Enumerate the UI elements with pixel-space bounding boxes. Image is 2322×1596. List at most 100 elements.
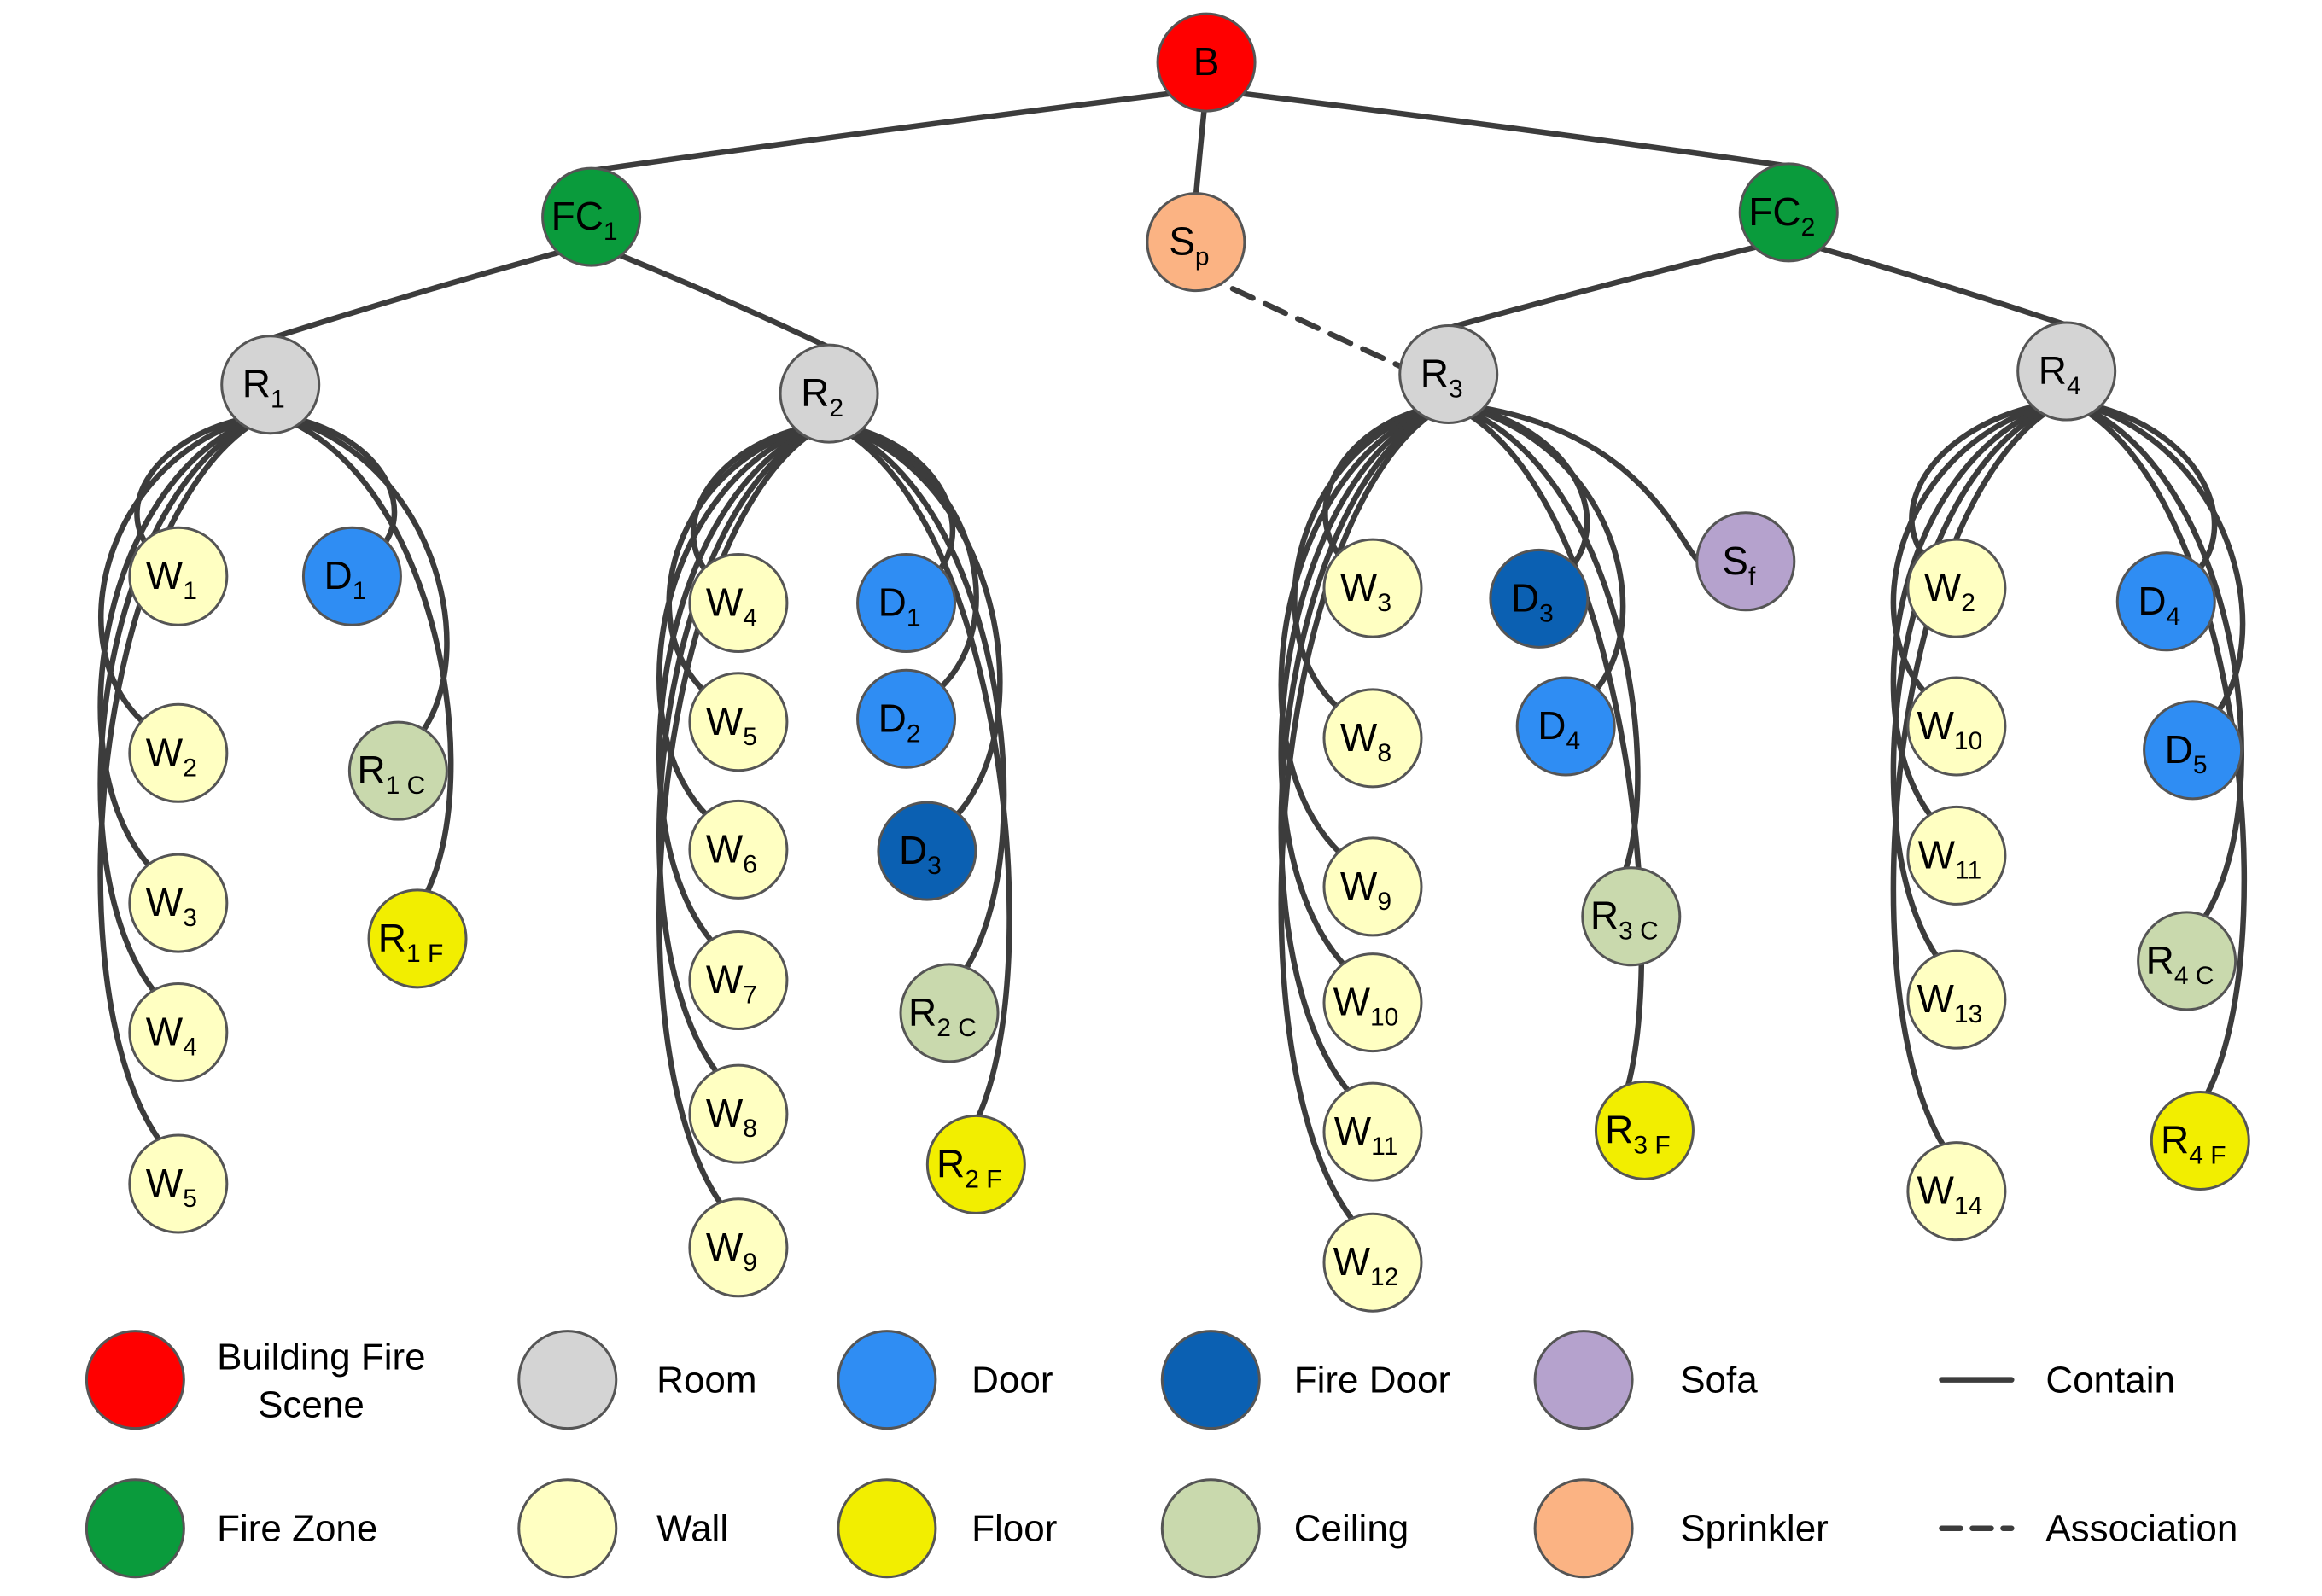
node-FC2-label: FC2 <box>1748 189 1815 242</box>
node-R2D3-circle <box>877 801 977 901</box>
node-R3W12-circle <box>1322 1212 1423 1313</box>
node-R2: R2 <box>779 343 879 444</box>
legend-swatch-sofa-circle <box>1533 1330 1634 1430</box>
node-R1C-circle <box>347 720 448 821</box>
node-R2W4: W4 <box>688 553 789 654</box>
node-FC1: FC1 <box>541 166 642 267</box>
node-R1D1-circle <box>301 526 402 626</box>
node-R4W14-label: W14 <box>1917 1168 1983 1220</box>
node-R4W10: W10 <box>1906 676 2007 777</box>
node-R3W11: W11 <box>1322 1081 1423 1182</box>
contain-edge-R3-R3C <box>1445 400 1641 922</box>
legend-swatch-ceiling-circle <box>1160 1478 1261 1579</box>
node-R4C: R4 C <box>2137 911 2237 1011</box>
node-R3W10-label: W10 <box>1333 980 1399 1032</box>
legend-swatch-sofa <box>1533 1330 1634 1430</box>
node-R1W5: W5 <box>128 1133 229 1234</box>
node-FC1-circle <box>541 166 642 267</box>
contain-edge-R3-R3W11 <box>1278 400 1451 1138</box>
legend-label-sofa: Sofa <box>1680 1360 1758 1401</box>
node-R4W11: W11 <box>1906 805 2007 906</box>
contain-edge-FC1-R2 <box>588 241 832 351</box>
node-R2W6-label: W6 <box>706 826 757 878</box>
node-R1W2-label: W2 <box>146 730 197 782</box>
node-R4W13-label: W13 <box>1917 976 1983 1028</box>
node-Sp-circle <box>1146 192 1246 293</box>
node-R2W7-circle <box>688 930 789 1031</box>
node-R3D3-circle <box>1489 548 1590 649</box>
legend-label-door: Door <box>971 1360 1053 1401</box>
node-R4W11-circle <box>1906 805 2007 906</box>
node-R3C-circle <box>1581 866 1682 967</box>
node-R1W1-label: W1 <box>146 553 197 605</box>
node-R2C: R2 C <box>899 963 1000 1063</box>
node-Sf-circle <box>1695 511 1796 612</box>
node-R3W11-label: W11 <box>1334 1109 1398 1161</box>
node-R4W10-label: W10 <box>1917 703 1983 755</box>
node-R2W4-circle <box>688 553 789 654</box>
node-R2W6: W6 <box>688 799 789 900</box>
node-R1W5-circle <box>128 1133 229 1234</box>
contain-edge-R2-R2W9 <box>656 420 832 1253</box>
node-R1W3-circle <box>128 853 229 953</box>
legend-swatch-building-circle <box>85 1330 185 1430</box>
node-R1W5-label: W5 <box>146 1161 197 1213</box>
legend-swatch-firedoor <box>1160 1330 1261 1430</box>
node-R2-label: R2 <box>801 370 843 422</box>
node-R2C-label: R2 C <box>908 990 977 1042</box>
node-Sp-label: Sp <box>1169 219 1209 271</box>
node-Sf-label: Sf <box>1722 539 1756 591</box>
node-R3D4: D4 <box>1515 676 1616 777</box>
contain-edge-B-FC1 <box>588 86 1210 174</box>
node-R2C-circle <box>899 963 1000 1063</box>
node-R2W5-label: W5 <box>706 699 757 751</box>
node-R1W1-circle <box>128 526 229 626</box>
legend-swatch-room <box>517 1330 618 1430</box>
node-R1W3: W3 <box>128 853 229 953</box>
node-R1F-circle <box>367 888 468 989</box>
node-R3: R3 <box>1398 324 1499 425</box>
contain-edge-R1-R1F <box>267 411 454 944</box>
node-R1C: R1 C <box>347 720 448 821</box>
node-R1W3-label: W3 <box>146 880 197 932</box>
legend-label-wall: Wall <box>656 1508 728 1550</box>
node-R3F-circle <box>1594 1080 1695 1180</box>
node-R4W13: W13 <box>1906 949 2007 1050</box>
node-R3W12-label: W12 <box>1333 1239 1399 1291</box>
node-R1W2-circle <box>128 702 229 803</box>
node-R2W5-circle <box>688 672 789 772</box>
node-R1F: R1 F <box>367 888 468 989</box>
legend-swatch-door <box>837 1330 937 1430</box>
node-R4W13-circle <box>1906 949 2007 1050</box>
legend-label-contain: Contain <box>2045 1360 2175 1401</box>
legend-label-firezone: Fire Zone <box>217 1508 377 1550</box>
node-R3W10: W10 <box>1322 952 1423 1053</box>
node-R4: R4 <box>2016 321 2117 422</box>
node-R2D2-label: D2 <box>878 696 921 748</box>
legend-label-association: Association <box>2045 1508 2237 1550</box>
node-R3D4-label: D4 <box>1537 703 1580 755</box>
legend-swatch-floor-circle <box>837 1478 937 1579</box>
node-R1: R1 <box>220 335 321 435</box>
node-R1F-label: R1 F <box>378 916 444 968</box>
node-R4C-label: R4 C <box>2146 938 2214 990</box>
node-R3C-label: R3 C <box>1590 894 1659 946</box>
node-R1-circle <box>220 335 321 435</box>
contain-edge-R1-R1W5 <box>97 411 273 1190</box>
node-R1W4-circle <box>128 981 229 1082</box>
legend-swatch-sprinkler-circle <box>1533 1478 1634 1579</box>
node-R3-circle <box>1398 324 1499 425</box>
node-R1C-label: R1 C <box>357 748 425 800</box>
contain-edge-R2-R2W8 <box>656 420 832 1120</box>
node-R4-circle <box>2016 321 2117 422</box>
node-Sf: Sf <box>1695 511 1796 612</box>
node-R3W8-label: W8 <box>1340 715 1391 767</box>
node-R4W2-label: W2 <box>1924 565 1975 617</box>
node-R4D4-circle <box>2115 551 2216 652</box>
node-R2W8-label: W8 <box>706 1091 757 1143</box>
node-R3W9-label: W9 <box>1340 864 1391 916</box>
node-R1D1: D1 <box>301 526 402 626</box>
node-R2D1: D1 <box>856 553 957 654</box>
node-R1W2: W2 <box>128 702 229 803</box>
